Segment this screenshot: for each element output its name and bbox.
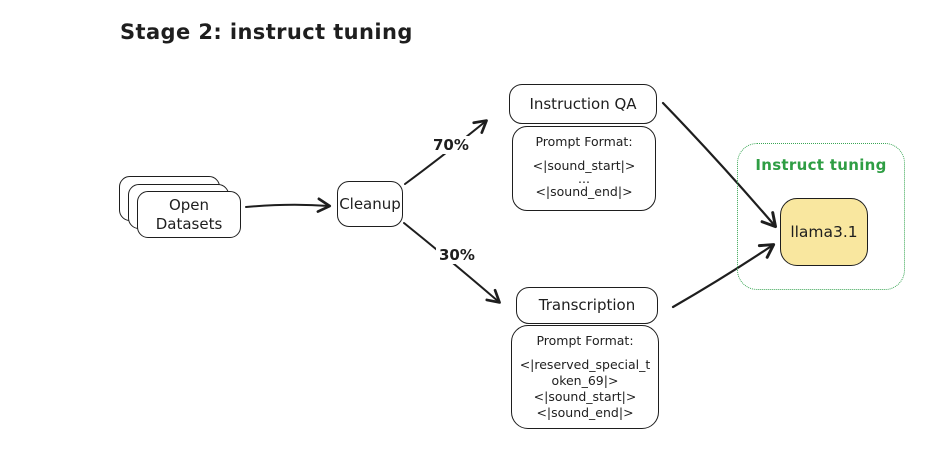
open-datasets-node: Open Datasets: [137, 191, 241, 238]
qa-token-sound-start: <|sound_start|>: [532, 158, 636, 173]
arrow-transcription-to-llama: [671, 243, 776, 309]
arrow-instructionqa-to-llama: [661, 101, 777, 229]
llama-node: llama3.1: [780, 198, 868, 266]
qa-prompt-format-title: Prompt Format:: [535, 134, 633, 149]
transcription-node: Transcription: [516, 287, 658, 324]
transcription-token-reserved-special: <|reserved_special_token_69|>: [519, 357, 651, 388]
qa-token-sound-end: <|sound_end|>: [535, 184, 633, 199]
qa-prompt-format-box: Prompt Format: <|sound_start|> ... <|sou…: [512, 126, 656, 211]
transcription-prompt-format-title: Prompt Format:: [536, 333, 634, 348]
instruction-qa-node: Instruction QA: [509, 84, 657, 124]
instruct-tuning-group-label: Instruct tuning: [755, 156, 887, 174]
instruct-tuning-group: Instruct tuning: [737, 143, 905, 290]
transcription-prompt-format-box: Prompt Format: <|reserved_special_token_…: [511, 325, 659, 429]
qa-prompt-format-lines: <|sound_start|> ... <|sound_end|>: [513, 158, 655, 200]
cleanup-node: Cleanup: [337, 181, 403, 227]
transcription-percent-label: 30%: [436, 246, 478, 264]
diagram-title: Stage 2: instruct tuning: [120, 20, 413, 44]
transcription-token-sound-start: <|sound_start|>: [533, 389, 637, 404]
transcription-prompt-format-lines: <|reserved_special_token_69|> <|sound_st…: [512, 357, 658, 421]
llama-label: llama3.1: [790, 223, 858, 241]
transcription-label: Transcription: [538, 296, 636, 315]
transcription-token-sound-end: <|sound_end|>: [536, 405, 634, 420]
arrow-cleanup-to-instructionqa: [404, 119, 488, 185]
open-datasets-label: Open Datasets: [155, 195, 223, 233]
instruction-qa-label: Instruction QA: [529, 94, 637, 113]
qa-token-ellipsis: ...: [578, 171, 590, 186]
arrow-opendatasets-to-cleanup: [245, 197, 332, 213]
qa-percent-label: 70%: [430, 136, 472, 154]
cleanup-label: Cleanup: [339, 194, 401, 213]
